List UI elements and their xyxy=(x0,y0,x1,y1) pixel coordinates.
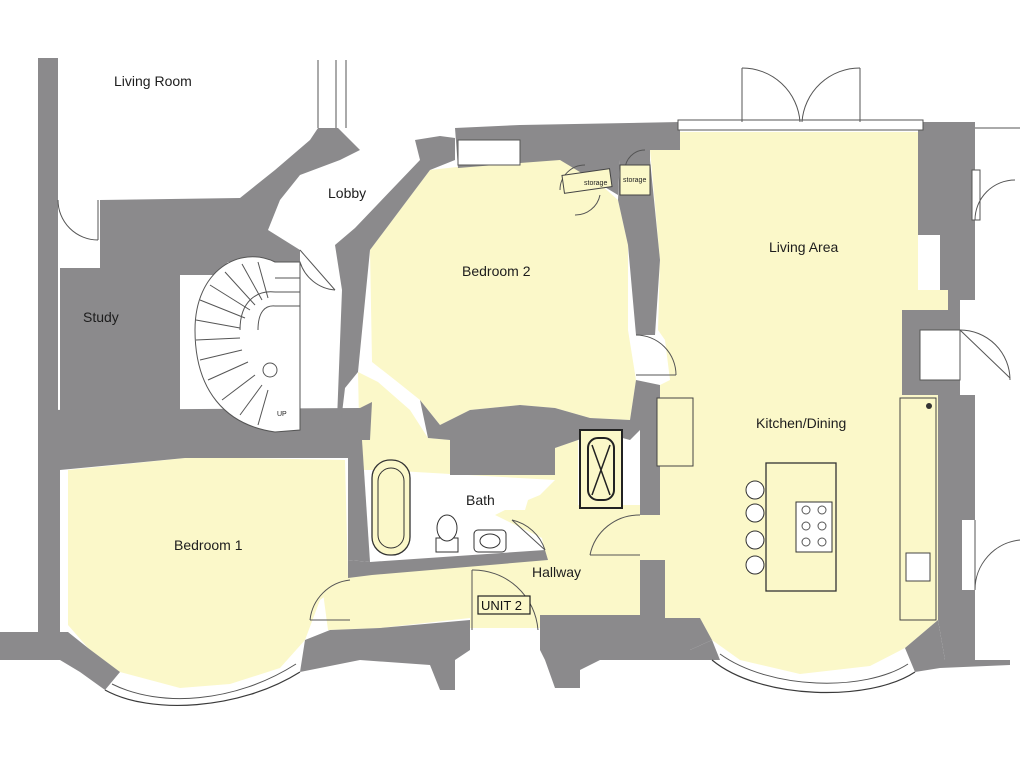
stool xyxy=(745,480,765,500)
storage-label-1: storage xyxy=(584,180,607,187)
label-bedroom-1: Bedroom 1 xyxy=(174,537,243,553)
bathtub xyxy=(371,459,411,556)
sink xyxy=(473,529,507,553)
wall-right-top xyxy=(918,122,975,310)
door-swing-top-left xyxy=(741,67,801,123)
kitchen-living-floor xyxy=(640,132,948,674)
wall-stair-block xyxy=(60,128,360,410)
label-living-room: Living Room xyxy=(114,73,192,89)
stool xyxy=(745,555,765,575)
wall-right-mid xyxy=(902,310,975,660)
stool xyxy=(745,503,765,523)
door-right-mid xyxy=(919,329,961,381)
stool xyxy=(745,530,765,550)
wall-bath-left xyxy=(348,440,370,562)
bay-window-right xyxy=(711,659,916,694)
label-living-area: Living Area xyxy=(769,239,838,255)
label-study: Study xyxy=(83,309,119,325)
kitchen-cabinet xyxy=(656,397,694,467)
outlines xyxy=(57,60,1021,707)
label-hallway: Hallway xyxy=(532,564,581,580)
wall-study-bottom xyxy=(38,402,372,635)
wall-kitchen-left xyxy=(640,395,660,515)
window-right-upper xyxy=(971,169,981,221)
wall-bottom-left xyxy=(0,632,120,690)
label-bedroom-2: Bedroom 2 xyxy=(462,263,531,279)
walls xyxy=(0,58,1010,690)
storage-label-2: storage xyxy=(623,177,646,184)
fixtures: storage storage xyxy=(371,164,937,621)
unit-label: UNIT 2 xyxy=(481,598,522,613)
unit-box: UNIT 2 xyxy=(477,595,531,615)
wall-hall-right xyxy=(640,560,712,650)
bedroom-1-floor xyxy=(68,458,348,688)
bedroom-2-floor xyxy=(370,160,636,425)
room-fills xyxy=(68,132,948,688)
stair-up-label: UP xyxy=(277,411,287,418)
worktop xyxy=(899,397,937,621)
storage-cupboard-1 xyxy=(561,168,613,194)
room-labels: Living Room Lobby Study Bedroom 2 Living… xyxy=(83,73,846,580)
wall-bath-bottom xyxy=(348,550,548,578)
window-bedroom2 xyxy=(457,139,521,166)
label-bath: Bath xyxy=(466,492,495,508)
staircase: UP xyxy=(194,256,301,433)
bath-hallway-floor xyxy=(322,372,650,630)
wall-bottom-hall xyxy=(540,615,720,688)
label-lobby: Lobby xyxy=(328,185,366,201)
wall-bottom-right xyxy=(905,620,1010,672)
door-bedroom2 xyxy=(635,334,677,376)
wall-left xyxy=(38,58,58,445)
window-top xyxy=(677,119,924,131)
wall-lobby-right xyxy=(335,136,455,468)
wall-central-partition xyxy=(618,160,660,335)
bay-window-left xyxy=(104,671,301,707)
label-kitchen-dining: Kitchen/Dining xyxy=(756,415,846,431)
door-swing-top-right xyxy=(801,67,861,123)
storage-cupboard-2 xyxy=(619,164,651,196)
wall-bottom-mid xyxy=(300,620,470,690)
wall-bedroom2-bottom xyxy=(420,380,660,475)
